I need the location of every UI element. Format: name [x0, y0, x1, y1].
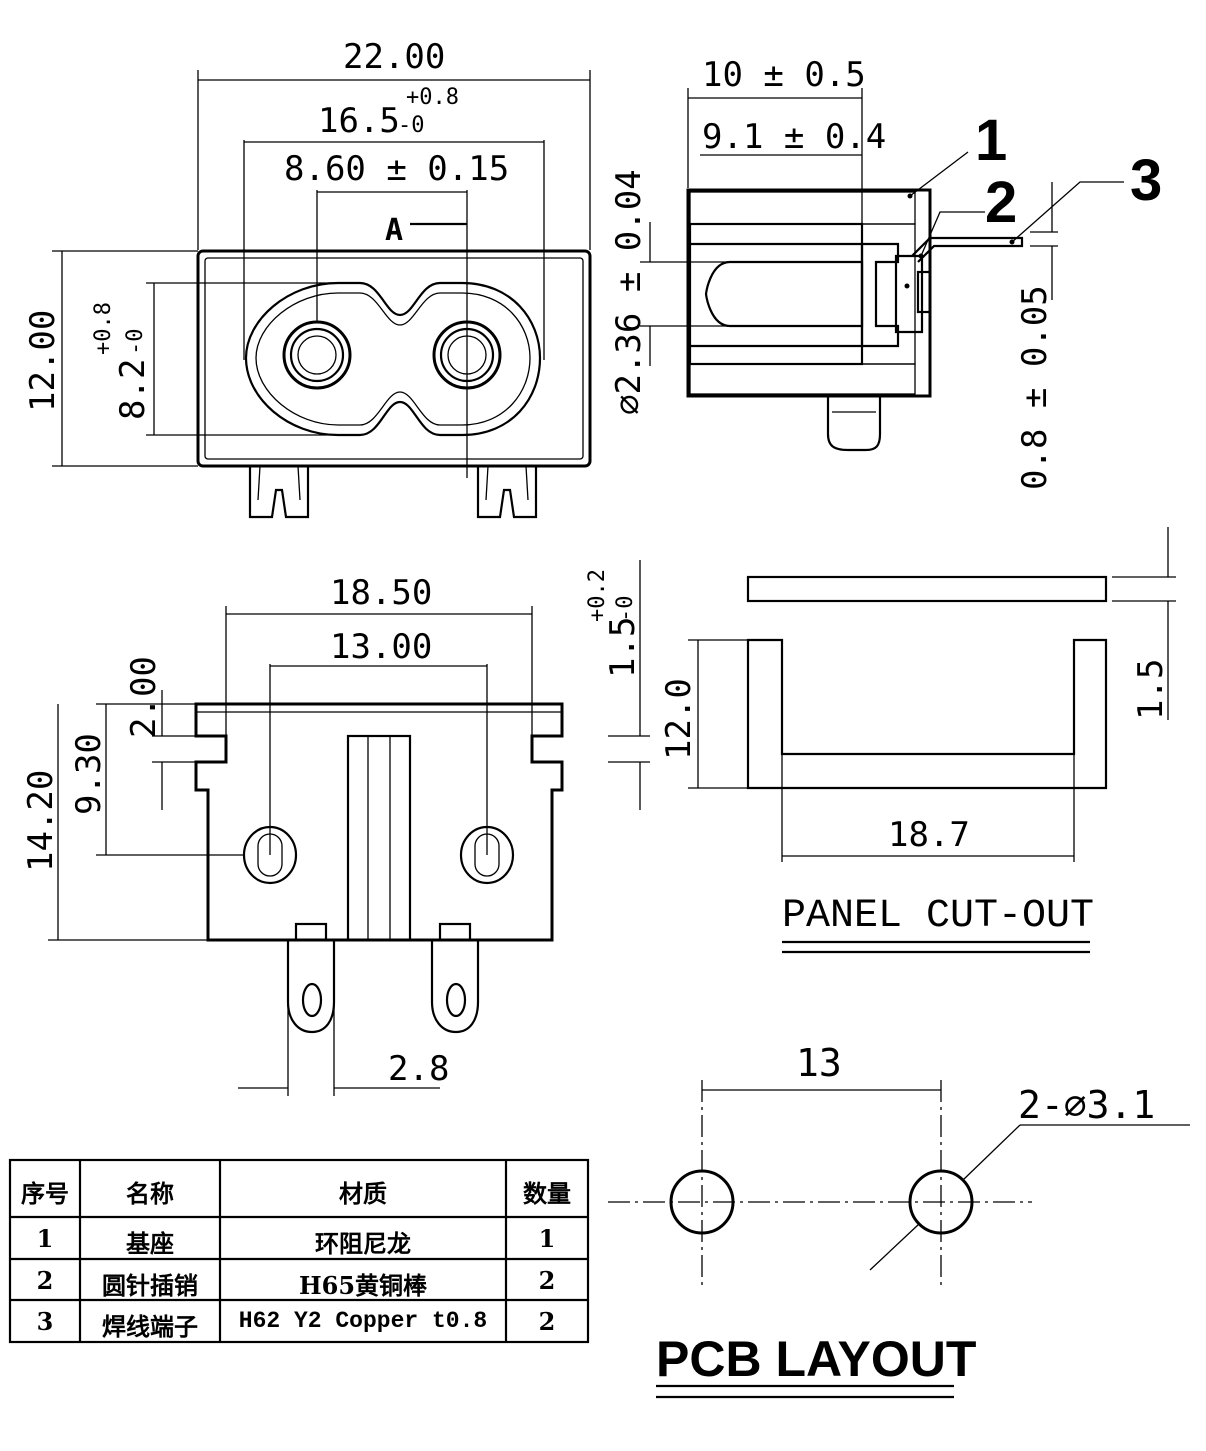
panel-cutout-view: 1.5 1.5 +0.2 -0 12.0 18.7 PANEL CUT-OUT [585, 527, 1176, 954]
dim-slot-width-tol-upper: +0.8 [406, 85, 459, 110]
dim-wall: 1.5 [1131, 659, 1171, 720]
dim-panel-thickness: 1.5 [603, 617, 643, 678]
dim-slot-height-tol-lower: -0 [123, 329, 148, 356]
housing-outline [196, 249, 592, 468]
socket-opening [244, 281, 542, 437]
dim-panel-thickness-tol-lower: -0 [613, 596, 638, 623]
dim-slot-height-tol-upper: +0.8 [91, 302, 116, 355]
dim-slot-width: 16.5 [318, 101, 400, 141]
dim-cutout-height: 12.0 [659, 678, 699, 760]
callout-1: 1 [975, 108, 1007, 173]
pcb-dim-holes: 2-⌀3.1 [1018, 1083, 1155, 1127]
left-pin [282, 320, 352, 390]
dim-bottom-total-height: 14.20 [21, 770, 61, 872]
solder-terminal-right [430, 922, 480, 1034]
dim-bottom-pin-height: 9.30 [69, 733, 109, 815]
section-label-a: A [385, 213, 403, 248]
dim-cutout-width: 18.7 [888, 815, 970, 855]
dim-bottom-pin-spacing: 13.00 [330, 627, 432, 667]
dim-inner-depth: 9.1 ± 0.4 [702, 117, 886, 157]
dim-height: 12.00 [23, 310, 63, 412]
dim-slot-width-tol-lower: -0 [398, 113, 425, 138]
dim-pin-spacing: 8.60 ± 0.15 [284, 149, 509, 189]
dim-panel-thickness-tol-upper: +0.2 [585, 569, 610, 622]
bottom-view: 18.50 13.00 2.00 9.30 14.20 2.8 [21, 573, 564, 1096]
callout-3: 3 [1130, 148, 1162, 213]
front-view: A 22.00 16.5 +0.8 -0 8.60 ± 0.15 12.00 8… [23, 37, 592, 519]
dim-slot-height: 8.2 [113, 359, 153, 420]
callout-2: 2 [985, 170, 1017, 235]
pcb-hole-right [908, 1169, 974, 1235]
dim-terminal-spacing: 2.8 [388, 1049, 449, 1089]
dim-terminal-thickness: 0.8 ± 0.05 [1015, 285, 1055, 490]
parts-table [8, 1158, 590, 1344]
dim-pin-diameter: ⌀2.36 ± 0.04 [609, 169, 649, 415]
pcb-hole-left [669, 1169, 735, 1235]
dim-depth: 10 ± 0.5 [702, 55, 866, 95]
side-section-view: 1 2 3 10 ± 0.5 9.1 ± 0.4 ⌀2.36 ± 0.04 0.… [609, 55, 1162, 490]
dim-notch: 2.00 [124, 656, 164, 738]
solder-terminal-left [286, 922, 336, 1034]
dim-bottom-width: 18.50 [330, 573, 432, 613]
pcb-layout-view: 13 2-⌀3.1 PCB LAYOUT [608, 1041, 1190, 1399]
dim-overall-width: 22.00 [343, 37, 445, 77]
panel-cutout-title: PANEL CUT-OUT [782, 894, 1094, 939]
pcb-layout-title: PCB LAYOUT [656, 1331, 976, 1387]
pcb-dim-spacing: 13 [796, 1041, 842, 1085]
